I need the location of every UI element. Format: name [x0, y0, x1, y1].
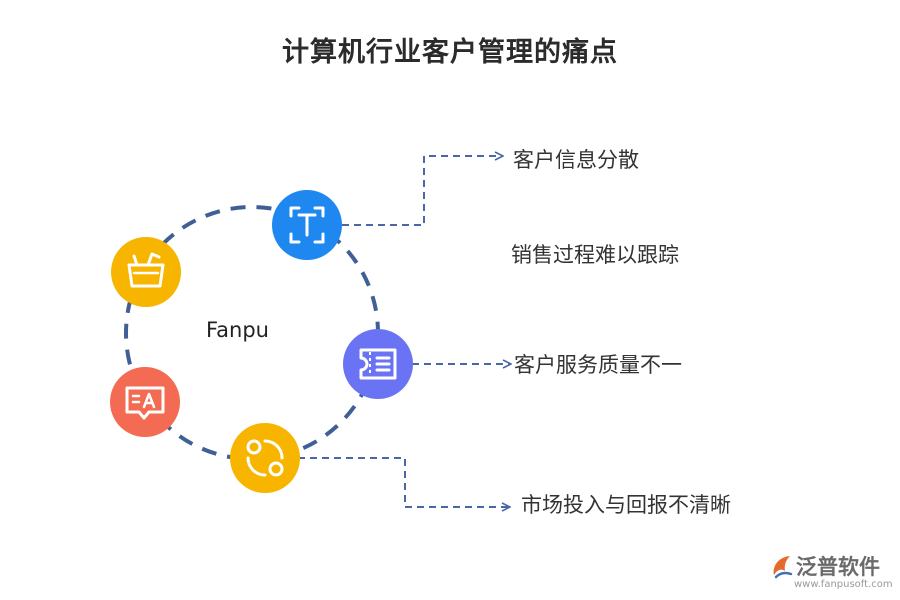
connector-1 — [342, 156, 502, 226]
page-title: 计算机行业客户管理的痛点 — [282, 37, 618, 68]
refresh-cycle-icon — [230, 423, 300, 493]
pain-point-4: 市场投入与回报不清晰 — [521, 493, 731, 517]
shopping-basket-icon — [111, 237, 181, 307]
connector-4 — [298, 457, 509, 507]
center-label: Fanpu — [206, 318, 269, 342]
ticket-list-icon — [343, 329, 413, 399]
pain-point-3: 客户服务质量不一 — [514, 353, 682, 377]
text-tool-icon — [272, 190, 342, 260]
pain-point-1: 客户信息分散 — [513, 148, 639, 172]
brand-url: www.fanpusoft.com — [794, 579, 893, 590]
brand-name: 泛普软件 — [796, 555, 880, 579]
translate-chat-icon — [110, 367, 180, 437]
brand-logo: 泛普软件 www.fanpusoft.com — [770, 551, 895, 597]
brand-logo-mark-icon — [773, 556, 793, 579]
pain-point-2: 销售过程难以跟踪 — [511, 243, 679, 267]
